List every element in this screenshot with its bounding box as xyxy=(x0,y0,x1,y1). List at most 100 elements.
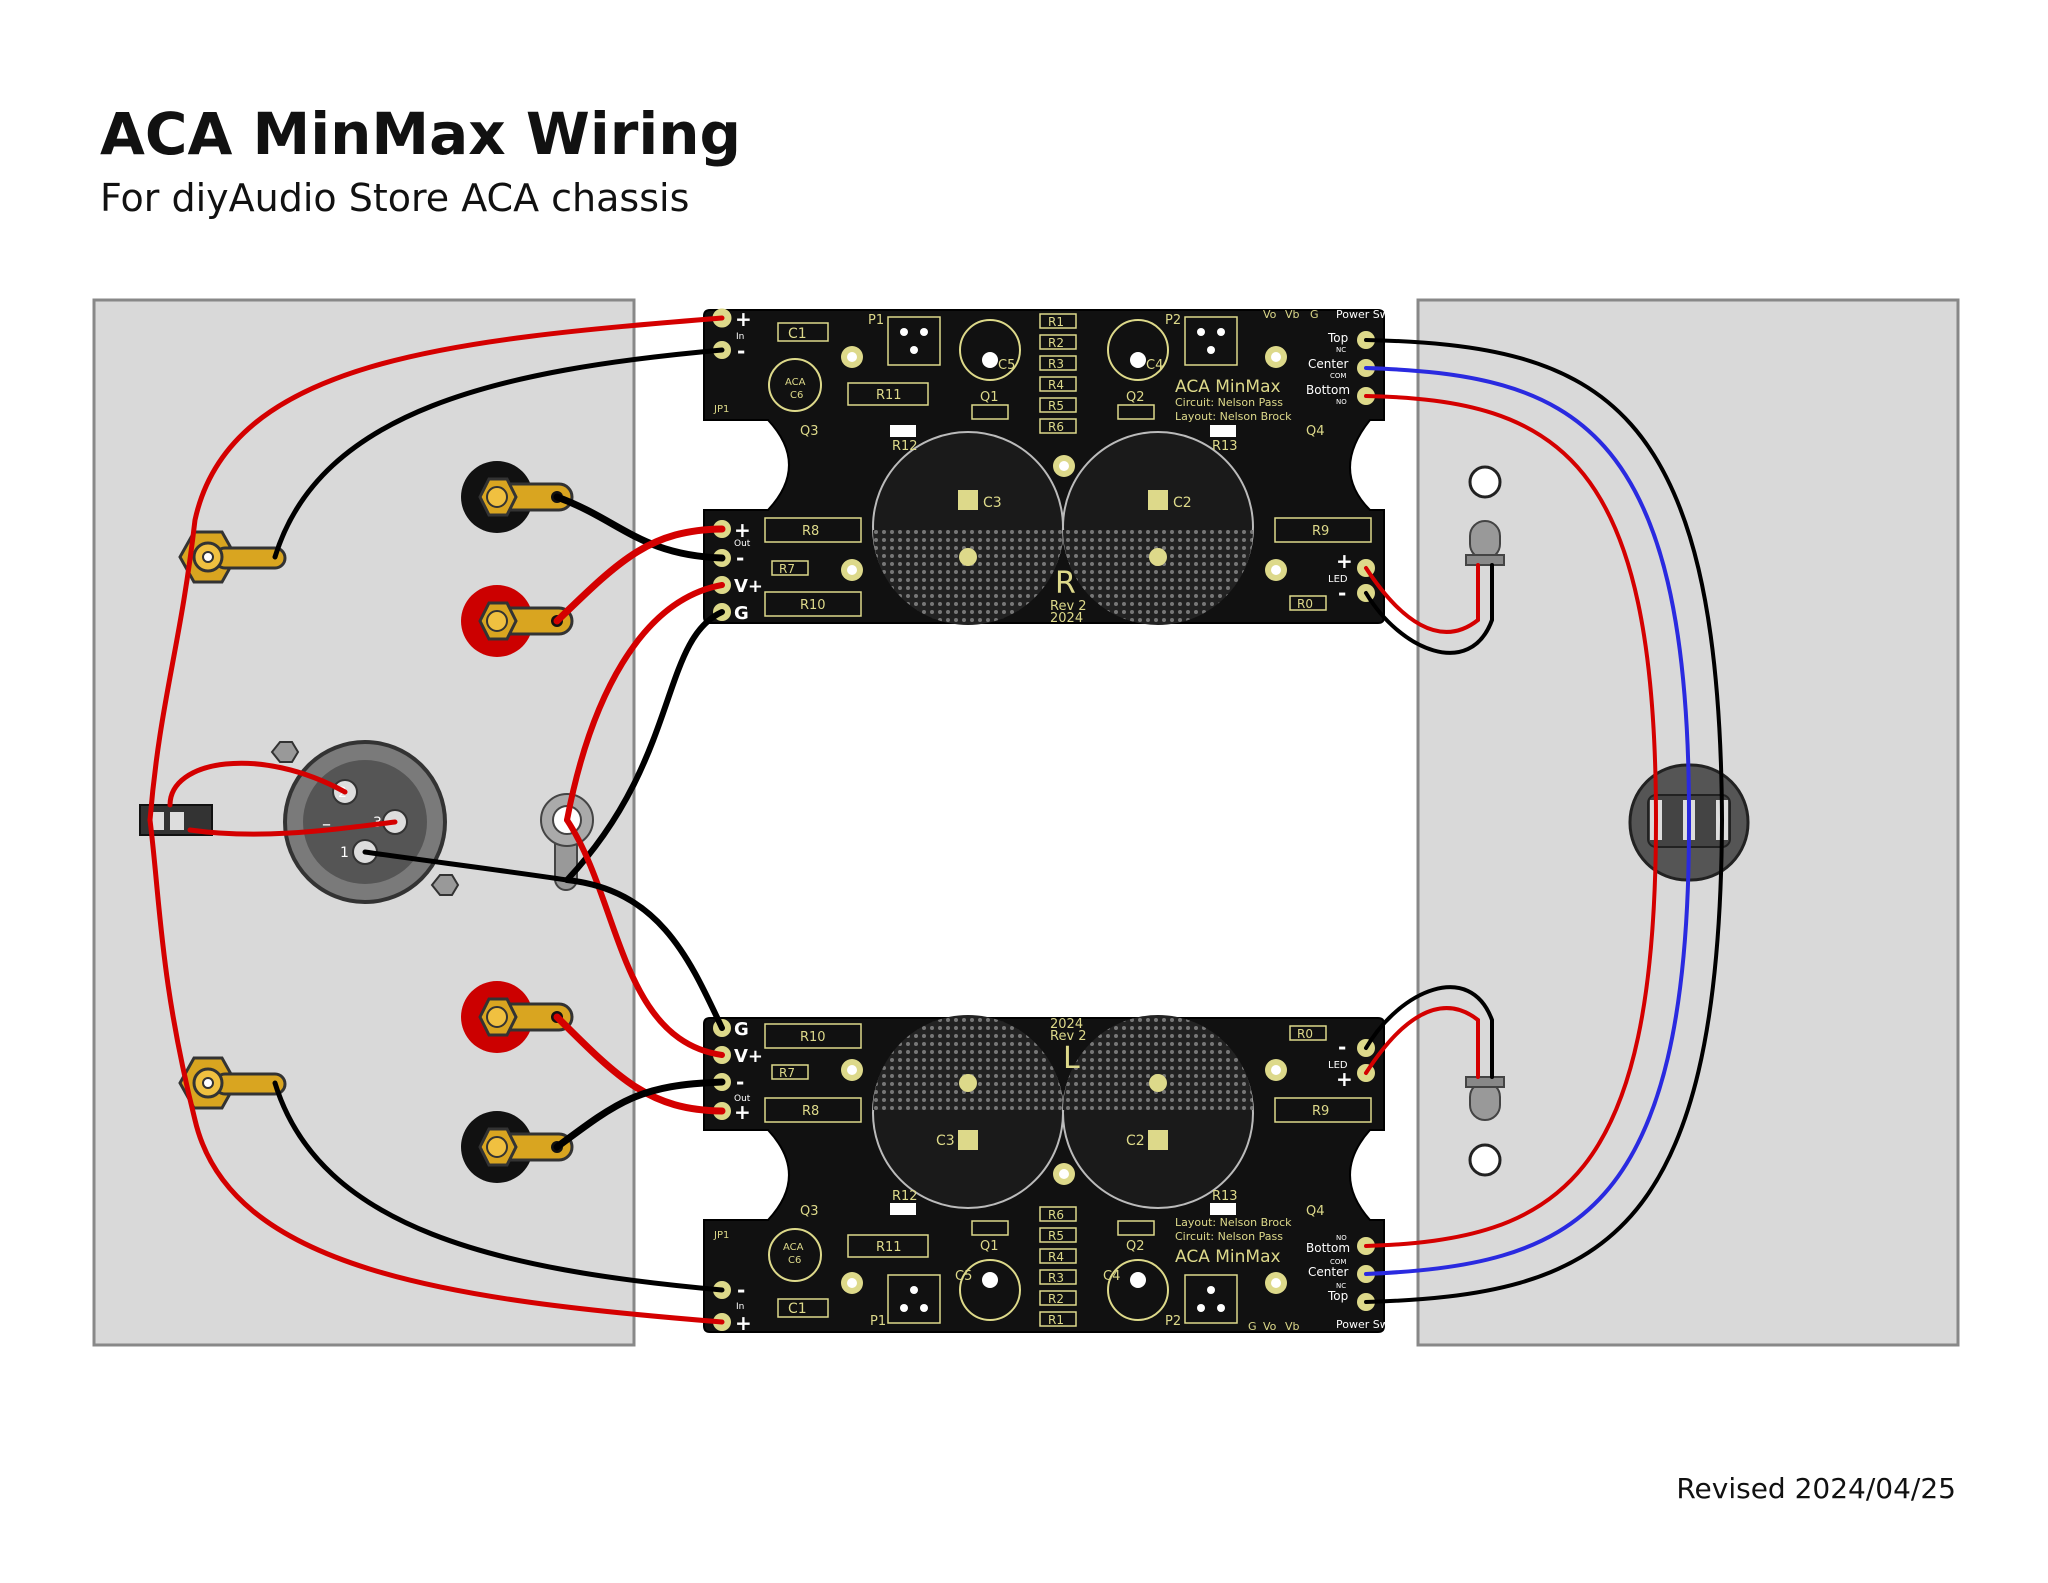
wire-in-minus-upper xyxy=(272,347,725,560)
switch-bottom-label-lower: Bottom xyxy=(1306,1241,1350,1255)
label-vo-lower: Vo xyxy=(1263,1320,1277,1333)
capacitor-c6 xyxy=(768,358,822,412)
out-label-lower: Out xyxy=(734,1094,751,1104)
label-r10: R10 xyxy=(800,598,826,613)
wire-led-minus-upper xyxy=(1364,563,1494,655)
label-q2-lower: Q2 xyxy=(1126,1239,1145,1254)
label-q4-lower: Q4 xyxy=(1306,1204,1325,1219)
label-r12-lower: R12 xyxy=(892,1189,918,1204)
board-circuit-lower: Circuit: Nelson Pass xyxy=(1175,1230,1283,1243)
board-layout: Layout: Nelson Brock xyxy=(1175,410,1292,423)
board-rev-lower: Rev 2 xyxy=(1050,1029,1087,1044)
wire-led-plus-upper xyxy=(1364,563,1480,634)
label-r2-lower: R2 xyxy=(1048,1292,1064,1306)
wire-in-plus-lower xyxy=(147,817,725,1325)
wire-switch-center-upper xyxy=(1364,366,1692,822)
label-r11: R11 xyxy=(876,388,902,403)
page-subtitle: For diyAudio Store ACA chassis xyxy=(100,176,690,220)
label-aca-lower: ACA xyxy=(783,1242,804,1253)
label-vb: Vb xyxy=(1285,308,1300,321)
binding-post-black-upper xyxy=(461,461,574,533)
wire-in-minus-lower xyxy=(272,1080,725,1293)
wire-in-plus-upper xyxy=(147,315,725,823)
label-c5: C5 xyxy=(998,358,1015,373)
led-label: LED xyxy=(1328,574,1348,585)
out-plus-lower: + xyxy=(734,1100,751,1124)
label-r7: R7 xyxy=(779,562,795,576)
board-name-lower: ACA MinMax xyxy=(1175,1247,1281,1267)
label-r0-lower: R0 xyxy=(1297,1027,1313,1041)
in-plus-lower: + xyxy=(735,1311,752,1335)
in-label-lower: In xyxy=(736,1302,744,1312)
wire-out-minus-lower xyxy=(553,1078,726,1151)
board-side-lower: L xyxy=(1063,1041,1080,1076)
power-switch-label-lower: Power Switch xyxy=(1336,1318,1409,1331)
wire-switch-center-lower xyxy=(1364,818,1692,1276)
label-r1: R1 xyxy=(1048,315,1064,329)
label-aca: ACA xyxy=(785,377,806,388)
in-minus: - xyxy=(737,339,745,363)
board-side: R xyxy=(1055,566,1076,601)
out-minus: - xyxy=(736,546,744,570)
wire-led-plus-lower xyxy=(1364,1006,1480,1079)
capacitor-c4 xyxy=(1107,319,1169,381)
switch-com-label: COM xyxy=(1330,372,1346,380)
wire-switch-bottom-upper xyxy=(1364,394,1658,822)
binding-post-red-lower xyxy=(461,981,574,1053)
label-p2-lower: P2 xyxy=(1165,1314,1181,1329)
g-label-lower: G xyxy=(734,1019,749,1040)
in-plus: + xyxy=(735,307,752,331)
label-r13: R13 xyxy=(1212,439,1238,454)
label-r4-lower: R4 xyxy=(1048,1250,1064,1264)
led-plus: + xyxy=(1336,549,1353,573)
wire-vplus-upper xyxy=(564,582,725,823)
label-r3-lower: R3 xyxy=(1048,1271,1064,1285)
label-jp1: JP1 xyxy=(713,404,729,415)
label-q3: Q3 xyxy=(800,424,819,439)
switch-nc-label: NC xyxy=(1336,346,1346,354)
rca-jack-upper xyxy=(178,530,287,584)
switch-no-label: NO xyxy=(1336,398,1347,406)
switch-com-label-lower: COM xyxy=(1330,1258,1346,1266)
label-c2-lower: C2 xyxy=(1126,1133,1145,1149)
label-r8-lower: R8 xyxy=(802,1104,819,1119)
capacitor-c5 xyxy=(959,319,1021,381)
board-layout-lower: Layout: Nelson Brock xyxy=(1175,1216,1292,1229)
label-q1-lower: Q1 xyxy=(980,1239,999,1254)
label-r10-lower: R10 xyxy=(800,1030,826,1045)
label-c4: C4 xyxy=(1146,358,1163,373)
board-circuit: Circuit: Nelson Pass xyxy=(1175,396,1283,409)
label-q2: Q2 xyxy=(1126,390,1145,405)
in-label: In xyxy=(736,332,744,342)
label-vb-lower: Vb xyxy=(1285,1320,1300,1333)
label-r1-lower: R1 xyxy=(1048,1313,1064,1327)
led-minus: - xyxy=(1338,581,1346,605)
switch-nc-label-lower: NC xyxy=(1336,1282,1346,1290)
wire-switch-bottom-lower xyxy=(1364,818,1658,1248)
label-r9: R9 xyxy=(1312,524,1329,539)
pin-dash-label: – xyxy=(322,814,331,835)
wires xyxy=(147,315,1724,1325)
mount-hole-front-lower xyxy=(1468,1143,1502,1177)
wire-vplus-lower xyxy=(564,817,725,1058)
binding-post-red-upper xyxy=(461,585,574,657)
led-minus-lower: - xyxy=(1338,1035,1346,1059)
trimmer-p1 xyxy=(887,316,941,366)
board-name: ACA MinMax xyxy=(1175,377,1281,397)
switch-no-label-lower: NO xyxy=(1336,1234,1347,1242)
label-c3-lower: C3 xyxy=(936,1133,955,1149)
label-c4-lower: C4 xyxy=(1103,1269,1120,1284)
trimmer-p2 xyxy=(1184,316,1238,366)
label-r5-lower: R5 xyxy=(1048,1229,1064,1243)
label-q3-lower: Q3 xyxy=(800,1204,819,1219)
led-upper xyxy=(1465,520,1505,566)
label-vo: Vo xyxy=(1263,308,1277,321)
label-gnd-lower: G xyxy=(1248,1320,1257,1333)
pcb-lower: C3 C2 C5 C4 ACA C6 C1 P1 P2 R6 R5 R4 R3 … xyxy=(703,1015,1409,1335)
switch-center-label-lower: Center xyxy=(1308,1265,1348,1279)
board-year: 2024 xyxy=(1050,611,1083,626)
wire-switch-top-upper xyxy=(1364,338,1724,822)
label-jp1-lower: JP1 xyxy=(713,1230,729,1241)
label-r6: R6 xyxy=(1048,420,1064,434)
label-gnd: G xyxy=(1310,308,1319,321)
